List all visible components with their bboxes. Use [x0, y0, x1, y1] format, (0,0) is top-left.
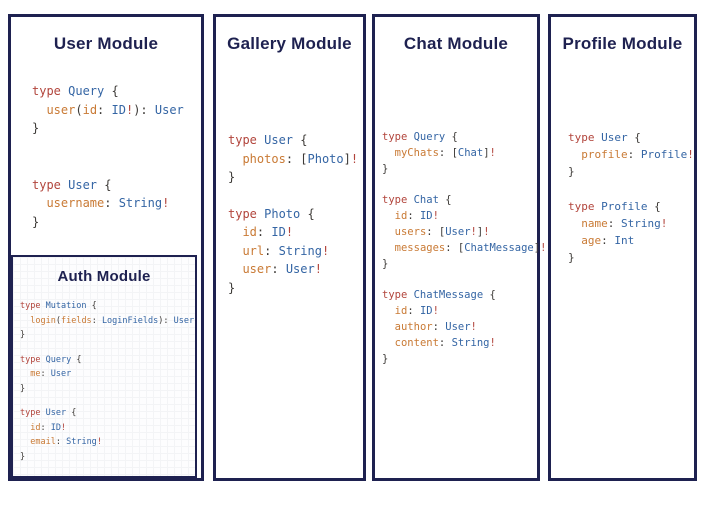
- user-module-code: type Query { user(id: ID!): User}type Us…: [32, 82, 184, 231]
- code-block: type Mutation { login(fields: LoginField…: [20, 299, 194, 343]
- code-line: type ChatMessage {: [382, 289, 496, 301]
- code-line: }: [228, 280, 236, 295]
- gallery-module-title: Gallery Module: [227, 34, 352, 53]
- code-line: age: Int: [581, 234, 635, 247]
- code-block: type User { username: String!}: [32, 176, 184, 232]
- code-line: id: ID!: [394, 305, 439, 317]
- code-line: user(id: ID!): User: [46, 102, 184, 117]
- code-block: type Query { user(id: ID!): User}: [32, 82, 184, 138]
- profile-module-title: Profile Module: [562, 34, 683, 53]
- code-block: type Query { myChats: [Chat]!}: [382, 129, 546, 177]
- code-line: type Photo {: [228, 206, 315, 221]
- code-line: id: ID!: [242, 225, 294, 239]
- code-line: url: String!: [242, 243, 330, 258]
- code-block: type User { photos: [Photo]!}: [228, 131, 358, 187]
- code-line: }: [32, 214, 40, 229]
- profile-module-code: type User { profile: Profile!}type Profi…: [568, 129, 694, 266]
- code-line: myChats: [Chat]!: [394, 147, 496, 159]
- chat-module-code: type Query { myChats: [Chat]!}type Chat …: [382, 129, 546, 367]
- code-line: type Query {: [32, 84, 119, 98]
- code-block: type Profile { name: String! age: Int}: [568, 198, 694, 266]
- code-line: }: [382, 258, 389, 270]
- auth-module-title: Auth Module: [57, 268, 151, 285]
- panel-profile-module: Profile Module type User { profile: Prof…: [548, 14, 697, 481]
- code-line: id: ID!: [30, 422, 67, 433]
- code-line: content: String!: [394, 337, 496, 349]
- code-line: }: [32, 121, 40, 135]
- code-block: type Chat { id: ID! users: [User!]! mess…: [382, 192, 546, 272]
- code-block: type User { profile: Profile!}: [568, 129, 694, 180]
- code-line: profile: Profile!: [581, 148, 694, 161]
- code-line: }: [568, 251, 575, 264]
- code-line: name: String!: [581, 217, 668, 230]
- code-line: user: User!: [242, 262, 322, 276]
- code-line: username: String!: [46, 196, 170, 210]
- code-line: login(fields: LoginFields): User: [30, 315, 195, 326]
- code-line: }: [20, 383, 26, 394]
- code-line: me: User: [30, 369, 72, 379]
- code-block: type Photo { id: ID! url: String! user: …: [228, 205, 358, 298]
- code-line: }: [228, 170, 236, 184]
- code-line: type User {: [228, 133, 308, 147]
- code-line: messages: [ChatMessage]!: [394, 242, 547, 254]
- code-line: type User {: [32, 177, 112, 192]
- code-line: photos: [Photo]!: [242, 151, 359, 166]
- code-line: type Chat {: [382, 194, 452, 206]
- code-line: users: [User!]!: [394, 226, 490, 238]
- code-block: type ChatMessage { id: ID! author: User!…: [382, 287, 546, 367]
- code-line: }: [382, 353, 389, 365]
- code-line: type User {: [568, 131, 641, 144]
- code-line: type Mutation {: [20, 301, 97, 311]
- code-line: type User {: [20, 408, 77, 418]
- panel-gallery-module: Gallery Module type User { photos: [Phot…: [213, 14, 366, 481]
- code-block: type User { id: ID! email: String!}: [20, 406, 194, 464]
- code-line: }: [568, 165, 575, 178]
- code-line: type Query {: [382, 131, 458, 143]
- code-line: id: ID!: [394, 210, 439, 222]
- code-line: type Query {: [20, 354, 82, 365]
- panel-chat-module: Chat Module type Query { myChats: [Chat]…: [372, 14, 546, 481]
- code-line: }: [382, 163, 389, 175]
- chat-module-title: Chat Module: [403, 34, 509, 53]
- panel-auth-module: Auth Module type Mutation { login(fields…: [11, 255, 197, 478]
- code-block: type Query { me: User}: [20, 353, 194, 397]
- code-line: author: User!: [394, 321, 477, 333]
- code-line: type Profile {: [568, 200, 661, 213]
- user-module-title: User Module: [53, 34, 159, 53]
- auth-module-code: type Mutation { login(fields: LoginField…: [20, 299, 194, 464]
- gallery-module-code: type User { photos: [Photo]!}type Photo …: [228, 131, 358, 297]
- code-line: }: [20, 451, 26, 462]
- code-line: }: [20, 330, 26, 340]
- code-line: email: String!: [30, 437, 102, 447]
- panel-user-module: User Module type Query { user(id: ID!): …: [8, 14, 204, 481]
